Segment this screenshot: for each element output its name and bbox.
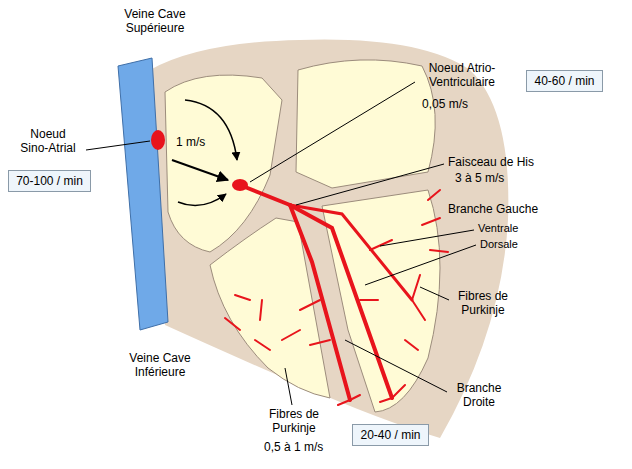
part-label: 0,5 à 1 m/s [264,441,323,455]
part-label: Dorsale [480,238,518,251]
vena-cava [118,58,168,330]
left-atrium [296,60,435,188]
part-label: Fibres de Purkinje [452,290,514,318]
rate-box: 70-100 / min [8,170,91,192]
part-label: Veine Cave Inférieure [118,352,202,380]
part-label: 3 à 5 m/s [455,172,504,186]
part-label: Branche Droite [450,382,508,410]
part-label: Noeud Sino-Atrial [16,128,80,156]
rate-text: 70-100 / min [9,175,90,189]
conduction-arrow [172,160,228,180]
rate-box: 40-60 / min [526,70,603,92]
part-label: Fibres de Purkinje [262,408,326,436]
rate-text: 20-40 / min [353,429,428,443]
rate-text: 40-60 / min [527,75,602,89]
part-label: Noeud Atrio- Ventriculaire [418,62,506,90]
part-label: Branche Gauche [448,203,538,217]
part-label: Veine Cave Supérieure [105,8,205,36]
conduction-system [225,185,448,405]
right-ventricle [210,218,330,398]
sa-node [151,130,165,150]
av-node [232,179,248,191]
part-label: Faisceau de His [448,156,534,170]
part-label: 0,05 m/s [422,98,468,112]
leader-line [86,82,476,405]
heart-wall [150,40,508,438]
conduction-arrow [178,194,226,206]
rate-box: 20-40 / min [352,424,429,446]
left-ventricle [322,190,440,412]
part-label: Ventrale [478,222,518,235]
conduction-arrow [185,100,237,160]
part-label: 1 m/s [176,136,205,150]
